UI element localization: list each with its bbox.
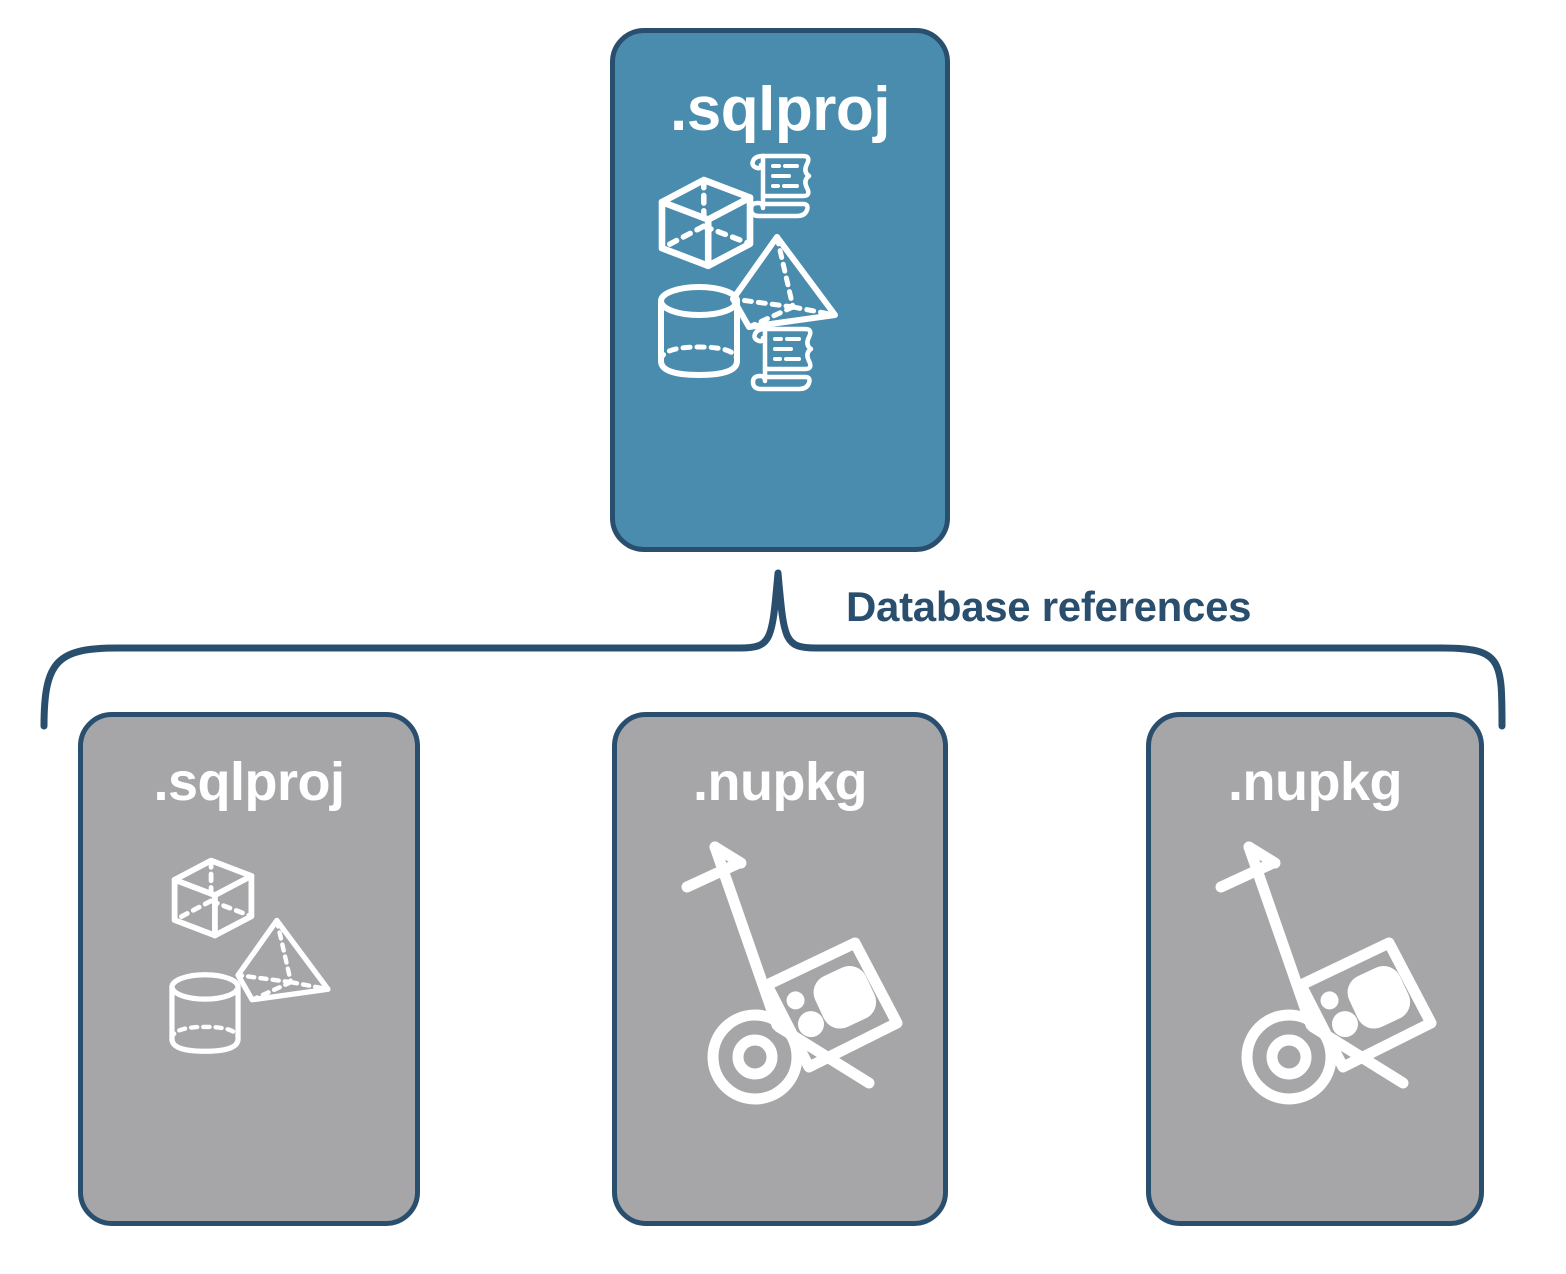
cylinder-icon	[169, 972, 241, 1054]
node-title: .nupkg	[1228, 752, 1402, 812]
node-title: .sqlproj	[670, 75, 890, 144]
hand-truck-package-icon	[1215, 841, 1437, 1105]
bracket-label: Database references	[846, 583, 1252, 630]
cylinder-icon	[658, 284, 740, 378]
node-title: .nupkg	[693, 752, 867, 812]
cube-icon	[171, 857, 255, 939]
scroll-icon	[748, 153, 812, 219]
scroll-icon	[750, 326, 814, 392]
parent-icon-group	[615, 141, 945, 547]
hand-truck-package-icon	[681, 841, 903, 1105]
node-title: .sqlproj	[153, 752, 345, 812]
pyramid-icon	[235, 917, 331, 1003]
child3-icon-group	[1151, 809, 1479, 1221]
node-sqlproj-child[interactable]: .sqlproj	[78, 712, 420, 1226]
child1-icon-group	[83, 809, 415, 1221]
pyramid-icon	[730, 234, 838, 330]
node-sqlproj-parent[interactable]: .sqlproj	[610, 28, 950, 552]
child2-icon-group	[617, 809, 943, 1221]
cube-icon	[658, 176, 754, 270]
node-nupkg-2[interactable]: .nupkg	[1146, 712, 1484, 1226]
node-nupkg-1[interactable]: .nupkg	[612, 712, 948, 1226]
